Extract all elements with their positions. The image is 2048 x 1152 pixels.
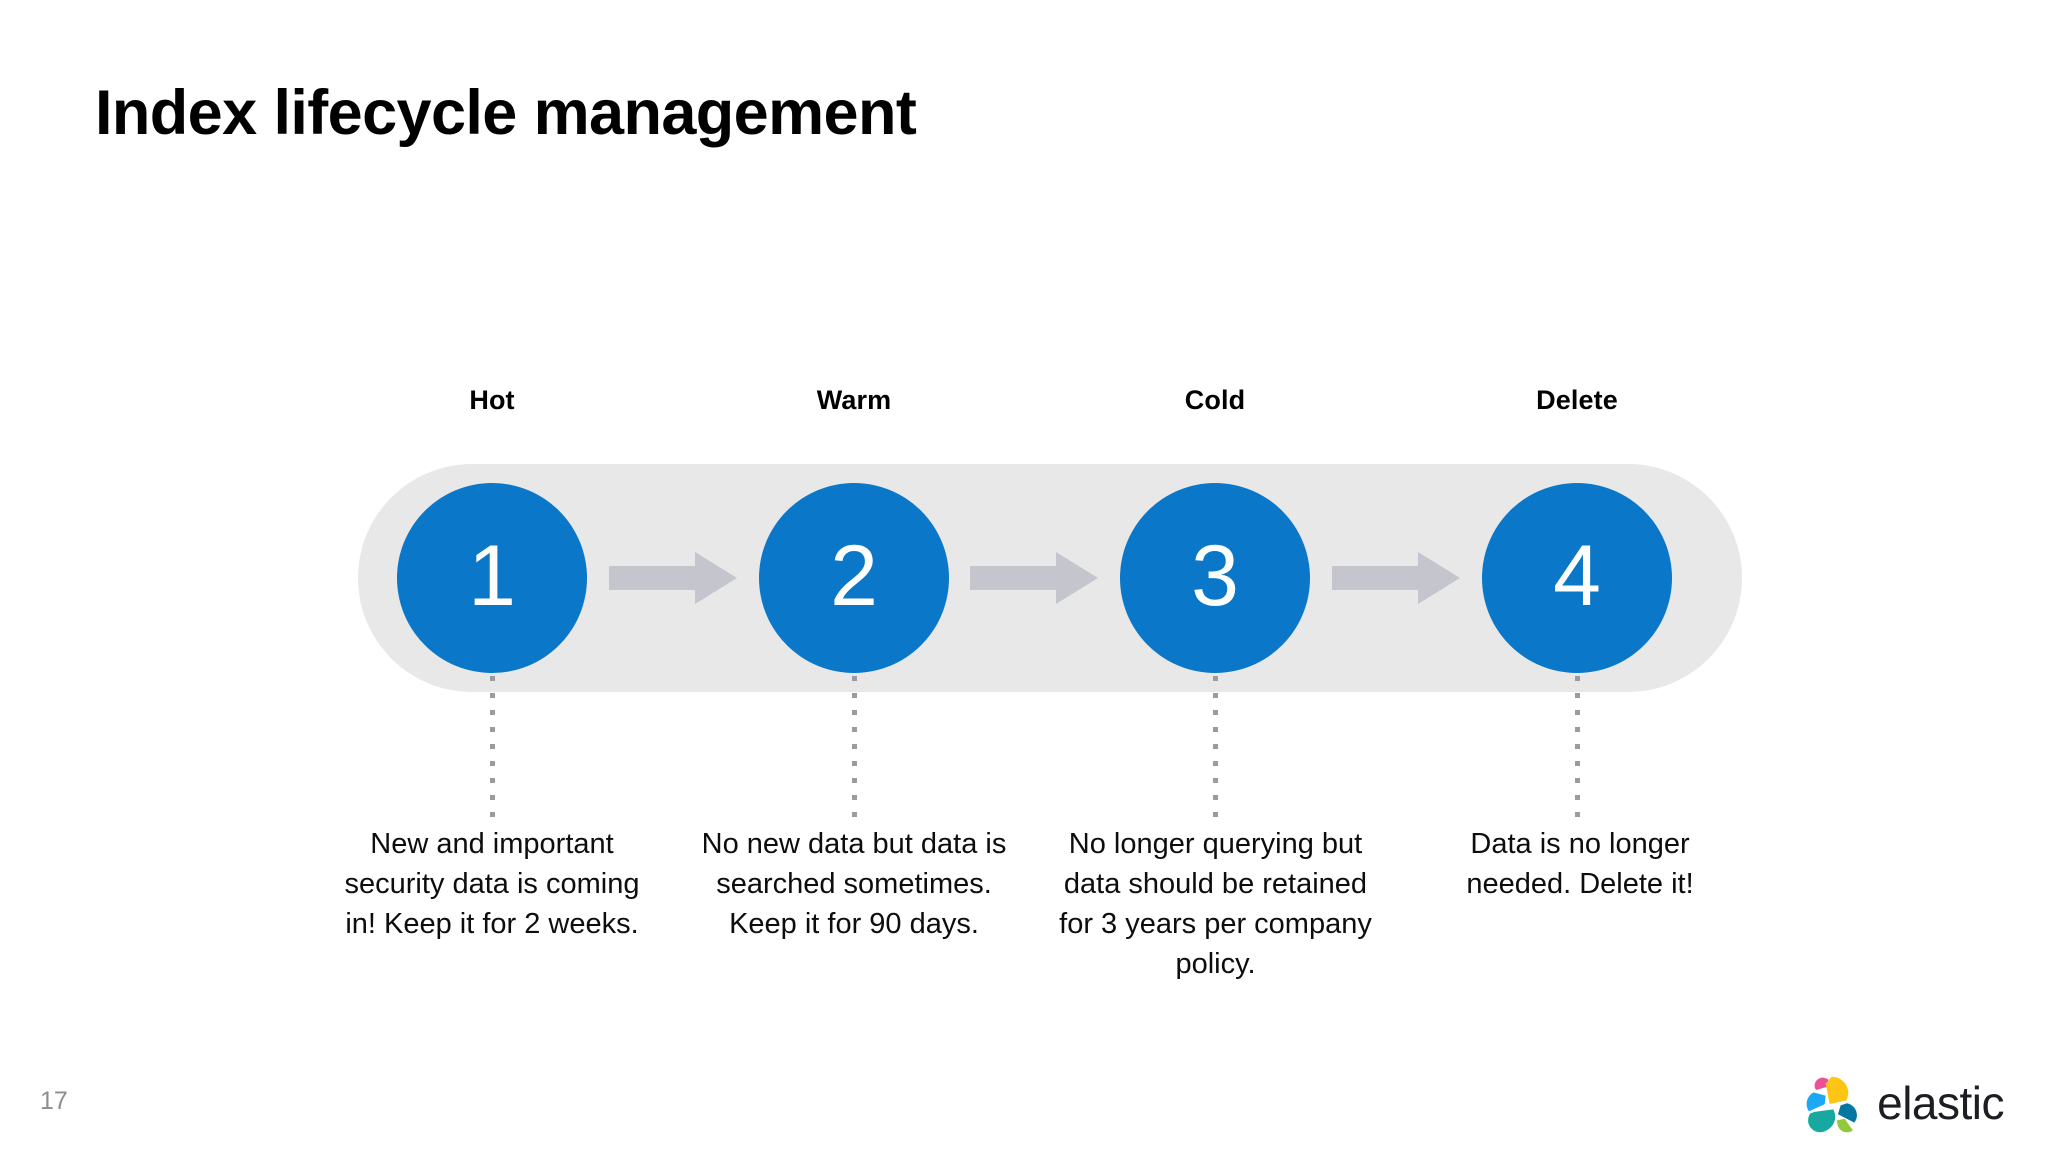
- stage-description-delete: Data is no longer needed. Delete it!: [1466, 828, 1694, 901]
- elastic-logo-icon: [1806, 1076, 1858, 1133]
- page-number: 17: [40, 1087, 68, 1115]
- connector-dotline-warm: [851, 676, 857, 824]
- stage-circle-delete[interactable]: 4: [1482, 483, 1672, 673]
- arrow-right-icon-hot-to-warm: [609, 552, 737, 604]
- stage-description-cold: No longer querying but data should be re…: [1059, 828, 1372, 981]
- stage-number-3: 3: [1191, 528, 1239, 624]
- arrow-right-icon-warm-to-cold: [970, 552, 1098, 604]
- brand-wordmark: elastic: [1877, 1077, 2004, 1129]
- stage-number-2: 2: [830, 528, 878, 624]
- brand-logo: elastic: [1799, 1072, 2004, 1134]
- stage-label-warm: Warm: [816, 385, 892, 415]
- connector-dotline-hot: [489, 676, 495, 824]
- stage-description-hot: New and important security data is comin…: [344, 828, 640, 941]
- arrow-right-icon-cold-to-delete: [1332, 552, 1460, 604]
- stage-number-1: 1: [468, 528, 516, 624]
- stage-circle-cold[interactable]: 3: [1120, 483, 1310, 673]
- stage-circle-hot[interactable]: 1: [397, 483, 587, 673]
- stage-description-warm: No new data but data is searched sometim…: [701, 828, 1007, 941]
- page-title: Index lifecycle management: [95, 78, 917, 148]
- stage-circle-warm[interactable]: 2: [759, 483, 949, 673]
- stage-number-4: 4: [1553, 528, 1601, 624]
- connector-dotline-delete: [1574, 676, 1580, 824]
- connector-dotline-cold: [1212, 676, 1218, 824]
- stage-label-delete: Delete: [1536, 385, 1618, 415]
- stage-label-hot: Hot: [469, 385, 515, 415]
- stage-label-cold: Cold: [1184, 385, 1246, 415]
